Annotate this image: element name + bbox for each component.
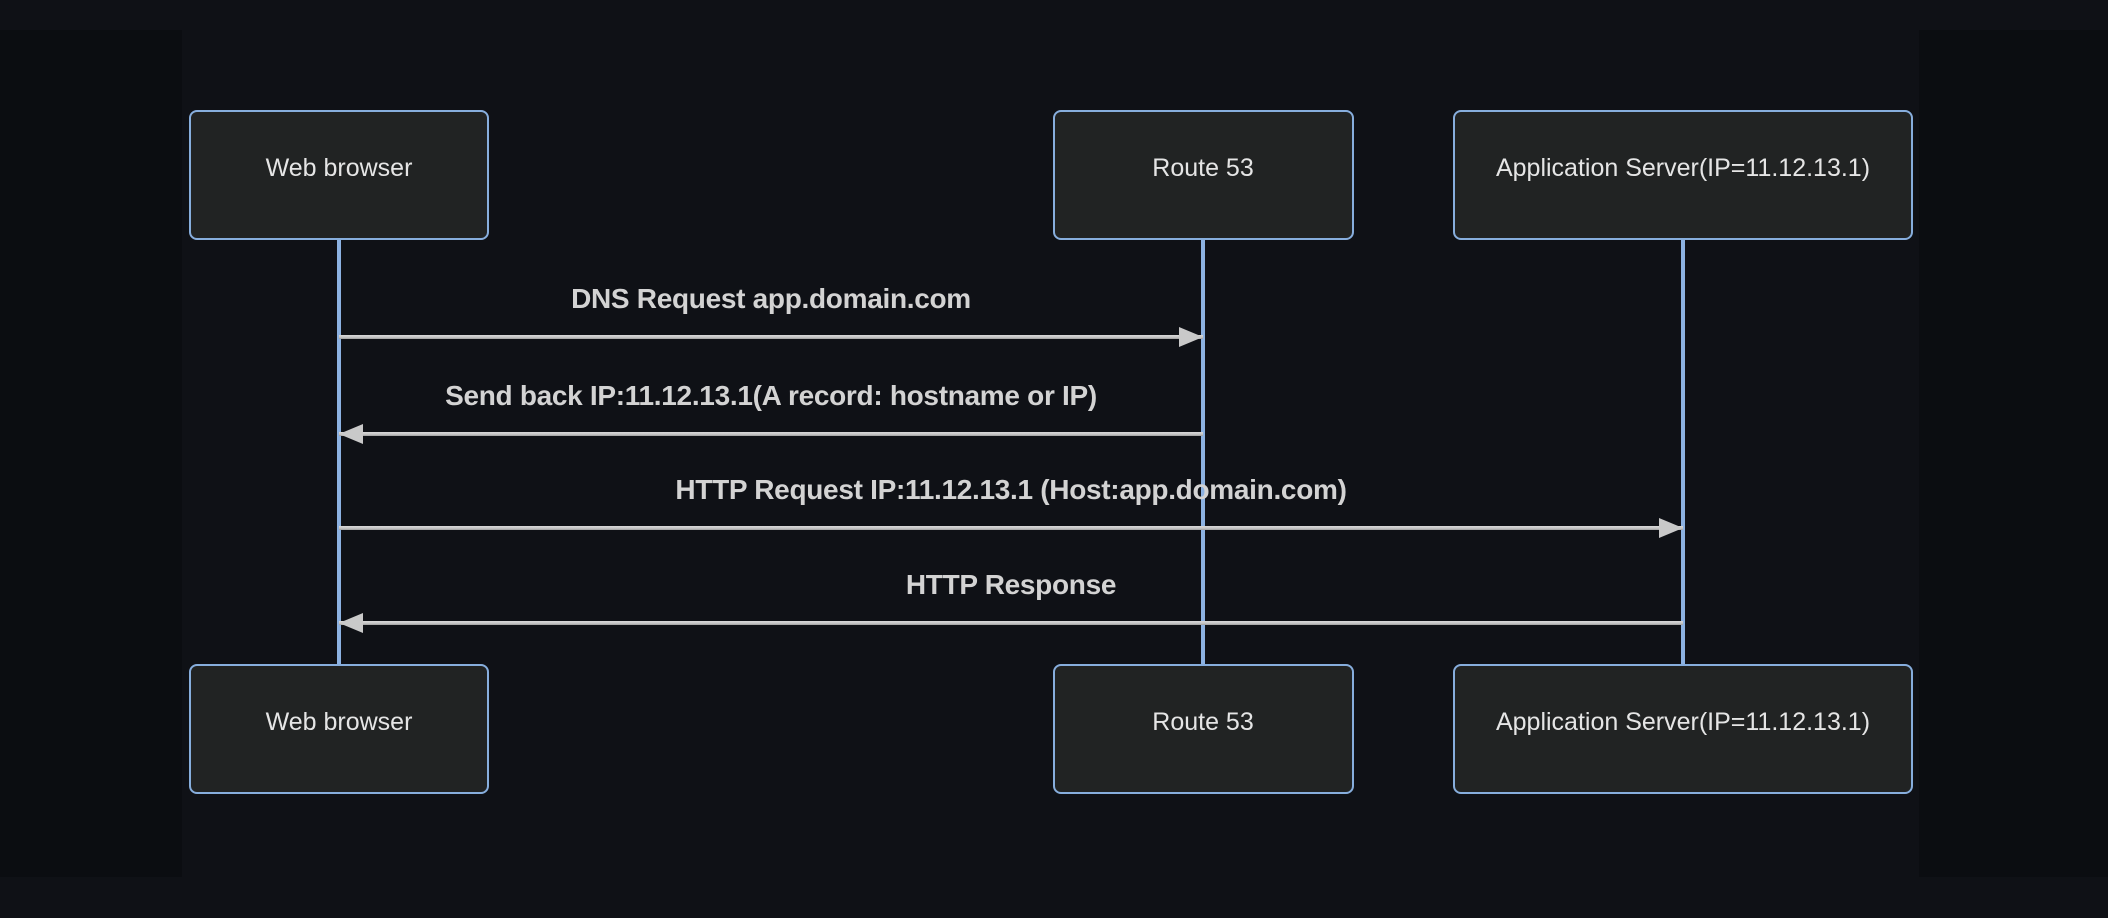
actor-label: Route 53 [1152,707,1254,736]
actor-label: Application Server(IP=11.12.13.1) [1495,153,1871,182]
actor-box-top-browser: Web browser [189,110,489,240]
actor-label: Application Server(IP=11.12.13.1) [1495,707,1871,736]
message-label-2: HTTP Request IP:11.12.13.1 (Host:app.dom… [675,474,1347,505]
actor-label: Web browser [265,153,413,182]
background-left-margin [0,30,182,877]
message-line-3 [339,621,1683,625]
actor-box-bottom-route53: Route 53 [1052,664,1354,794]
arrowhead-right-icon-0 [1179,327,1203,347]
lifeline-appserver [1681,240,1685,664]
actor-box-top-appserver: Application Server(IP=11.12.13.1) [1453,110,1913,240]
actor-box-bottom-appserver: Application Server(IP=11.12.13.1) [1453,664,1913,794]
lifeline-route53 [1201,240,1205,664]
message-line-1 [339,432,1203,436]
message-line-2 [339,526,1683,530]
arrowhead-right-icon-2 [1659,518,1683,538]
background-right-margin [1919,30,2108,877]
actor-label: Web browser [265,707,413,736]
message-label-1: Send back IP:11.12.13.1(A record: hostna… [445,380,1097,411]
actor-box-bottom-browser: Web browser [189,664,489,794]
actor-label: Route 53 [1152,153,1254,182]
arrowhead-left-icon-1 [339,424,363,444]
actor-box-top-route53: Route 53 [1052,110,1354,240]
lifeline-browser [337,240,341,664]
message-label-3: HTTP Response [905,569,1117,600]
message-line-0 [339,335,1203,339]
arrowhead-left-icon-3 [339,613,363,633]
message-label-0: DNS Request app.domain.com [571,283,971,314]
